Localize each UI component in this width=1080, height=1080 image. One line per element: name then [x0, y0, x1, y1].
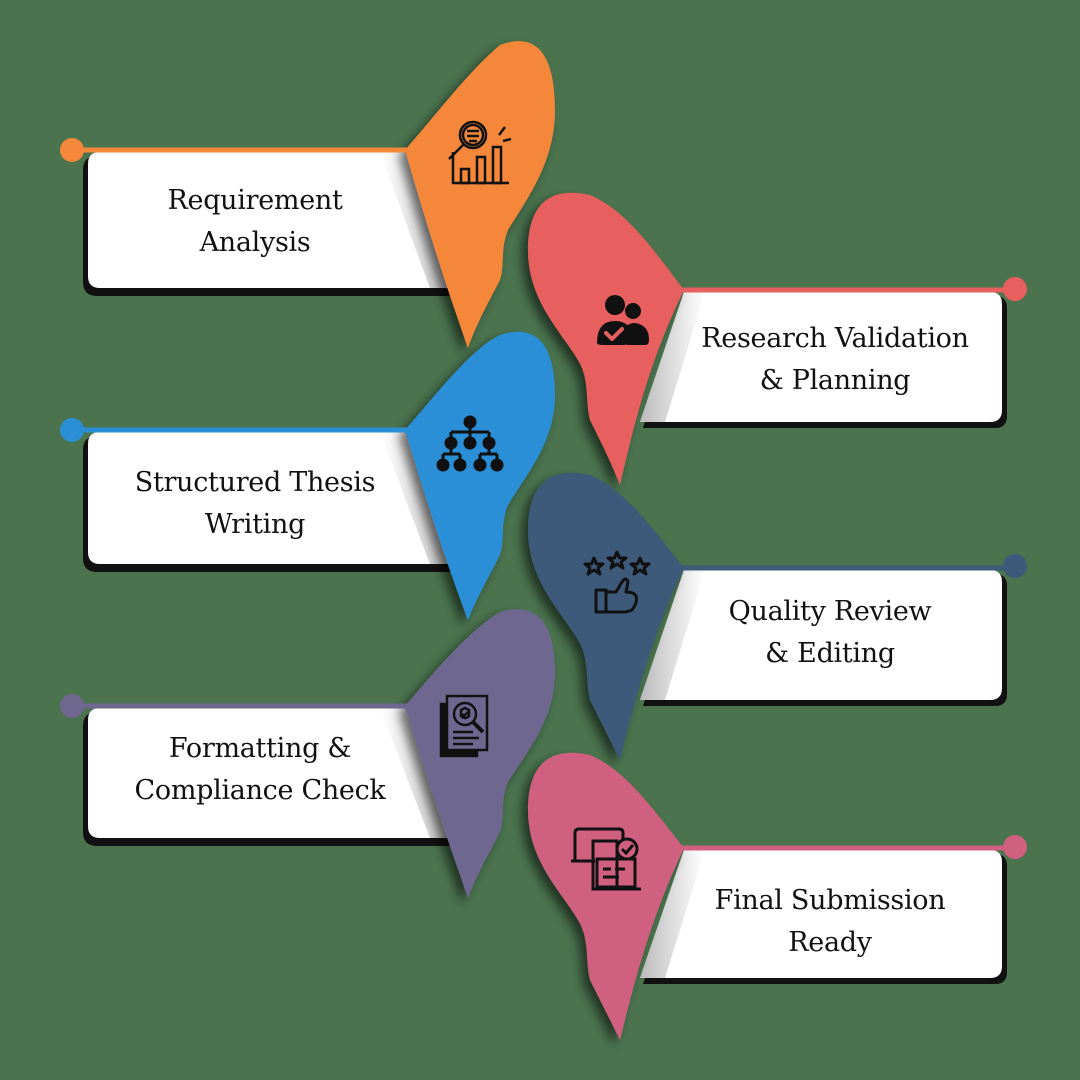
step-6-blob [528, 752, 684, 1040]
step-1-connector [60, 138, 410, 162]
step-6-label: Final Submission Ready [670, 872, 990, 972]
step-2-line2: & Planning [759, 365, 911, 396]
step-4-blob [528, 472, 684, 760]
step-4-card [640, 570, 1007, 706]
step-5-label: Formatting & Compliance Check [100, 715, 420, 825]
step-1-line2: Analysis [199, 227, 311, 258]
step-4-label: Quality Review & Editing [670, 578, 990, 688]
step-3-label: Structured Thesis Writing [100, 450, 410, 558]
step-6-connector [682, 835, 1027, 859]
step-2-card [640, 292, 1007, 428]
step-6-card [640, 850, 1007, 984]
step-5-blob [405, 609, 555, 898]
submission-check-icon [571, 825, 641, 895]
stars-thumbs-up-icon [582, 548, 652, 618]
step-3-line2: Writing [204, 509, 306, 540]
step-6-line1: Final Submission [714, 885, 946, 916]
step-4-line1: Quality Review [728, 596, 932, 627]
step-2-label: Research Validation & Planning [670, 310, 1000, 410]
step-4-connector [682, 554, 1027, 578]
step-2-line1: Research Validation [701, 323, 969, 354]
step-5-line1: Formatting & [168, 733, 352, 764]
step-1-blob [405, 41, 555, 348]
step-5-connector [60, 694, 410, 718]
step-3-blob [405, 331, 555, 620]
analysis-chart-magnifier-icon [443, 117, 513, 187]
step-5-line2: Compliance Check [134, 775, 386, 806]
users-check-icon [587, 285, 657, 355]
hierarchy-icon [435, 410, 505, 480]
step-3-connector [60, 418, 410, 442]
step-1-line1: Requirement [167, 185, 343, 216]
step-3-line1: Structured Thesis [134, 467, 376, 498]
step-6-line2: Ready [788, 927, 872, 958]
step-1-label: Requirement Analysis [100, 168, 410, 276]
step-4-line2: & Editing [765, 638, 895, 669]
document-inspect-icon [437, 690, 507, 760]
step-2-connector [682, 277, 1027, 301]
